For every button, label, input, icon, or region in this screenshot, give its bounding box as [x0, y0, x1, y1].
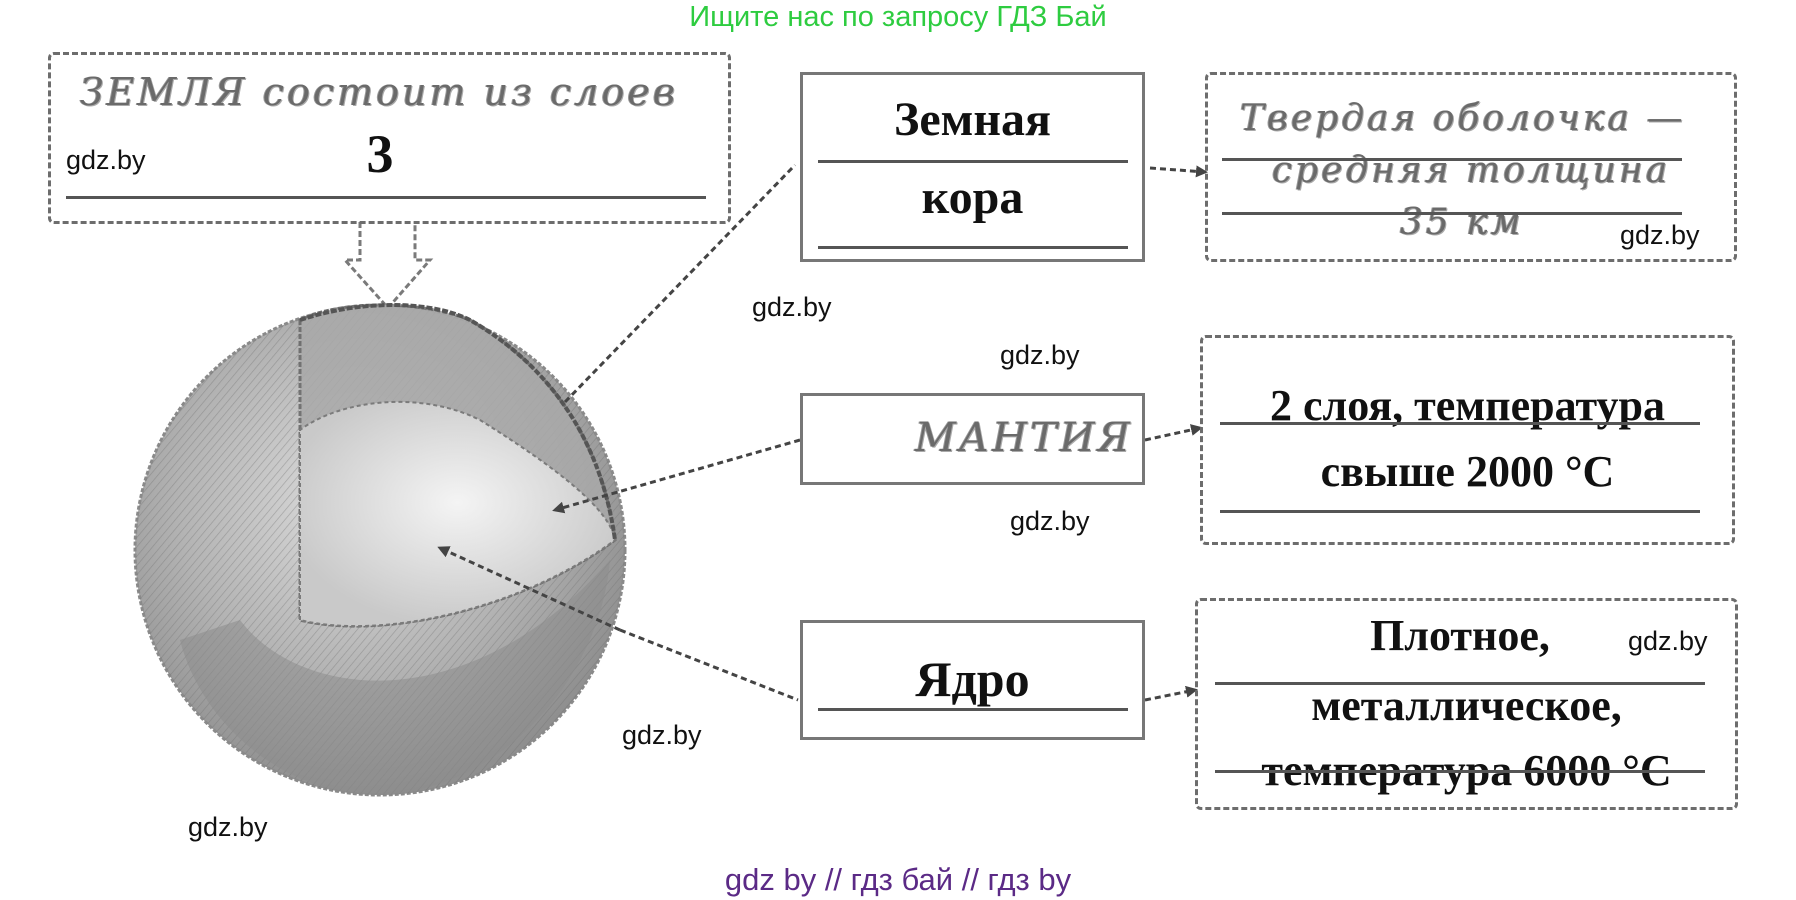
watermark: gdz.by: [188, 812, 268, 842]
watermark: gdz.by: [752, 292, 832, 322]
answer-line: [66, 196, 706, 199]
watermark: gdz.by: [1620, 220, 1700, 250]
answer-line: [818, 160, 1128, 163]
crust-description-line1: Твердая оболочка —: [1240, 98, 1686, 139]
callout-pointer: [341, 222, 434, 311]
core-description-line2: металлическое,: [1311, 681, 1622, 730]
watermark: gdz.by: [622, 720, 702, 750]
mantle-name: МАНТИЯ: [915, 415, 1133, 461]
core-description-line1: Плотное,: [1370, 611, 1550, 660]
core-description-box: [1195, 598, 1738, 810]
crust-description-box: [1205, 72, 1737, 262]
core-name-box: [800, 620, 1145, 740]
answer-line: [1215, 682, 1705, 685]
mantle-description-line2: свыше 2000 °С: [1320, 447, 1615, 496]
core-name: Ядро: [915, 651, 1030, 707]
mantle-name-box: [800, 393, 1145, 485]
crust-name-line1: Земная: [894, 93, 1051, 146]
connector-mantle: [552, 424, 1203, 514]
watermark: gdz.by: [1010, 506, 1090, 536]
earth-globe: [133, 303, 627, 797]
watermark: gdz.by: [66, 145, 146, 175]
layers-count-number: 3: [366, 124, 394, 184]
watermark: gdz.by: [1628, 626, 1708, 656]
connector-crust: [563, 163, 1208, 404]
layers-count-box: [48, 52, 731, 224]
answer-line: [1220, 422, 1700, 425]
answer-line: [1222, 212, 1682, 215]
top-banner: Ищите нас по запросу ГДЗ Бай: [689, 1, 1107, 33]
crust-name-line2: кора: [921, 171, 1024, 224]
answer-line: [818, 708, 1128, 711]
bottom-banner: gdz by // гдз бай // гдз by: [724, 862, 1072, 897]
answer-line: [1215, 770, 1705, 773]
answer-line: [1220, 510, 1700, 513]
crust-description-line2: средняя толщина: [1272, 150, 1671, 191]
answer-line: [818, 246, 1128, 249]
layers-count-handwritten: ЗЕМЛЯ состоит из слоев: [80, 70, 678, 114]
mantle-description-line1: 2 слоя, температура: [1269, 381, 1665, 430]
crust-name-box: [800, 72, 1145, 262]
mantle-description-box: [1200, 335, 1735, 545]
crust-description-line3: 35 км: [1400, 202, 1524, 243]
connector-core: [437, 546, 1198, 702]
answer-line: [1222, 158, 1682, 161]
watermark: gdz.by: [1000, 340, 1080, 370]
